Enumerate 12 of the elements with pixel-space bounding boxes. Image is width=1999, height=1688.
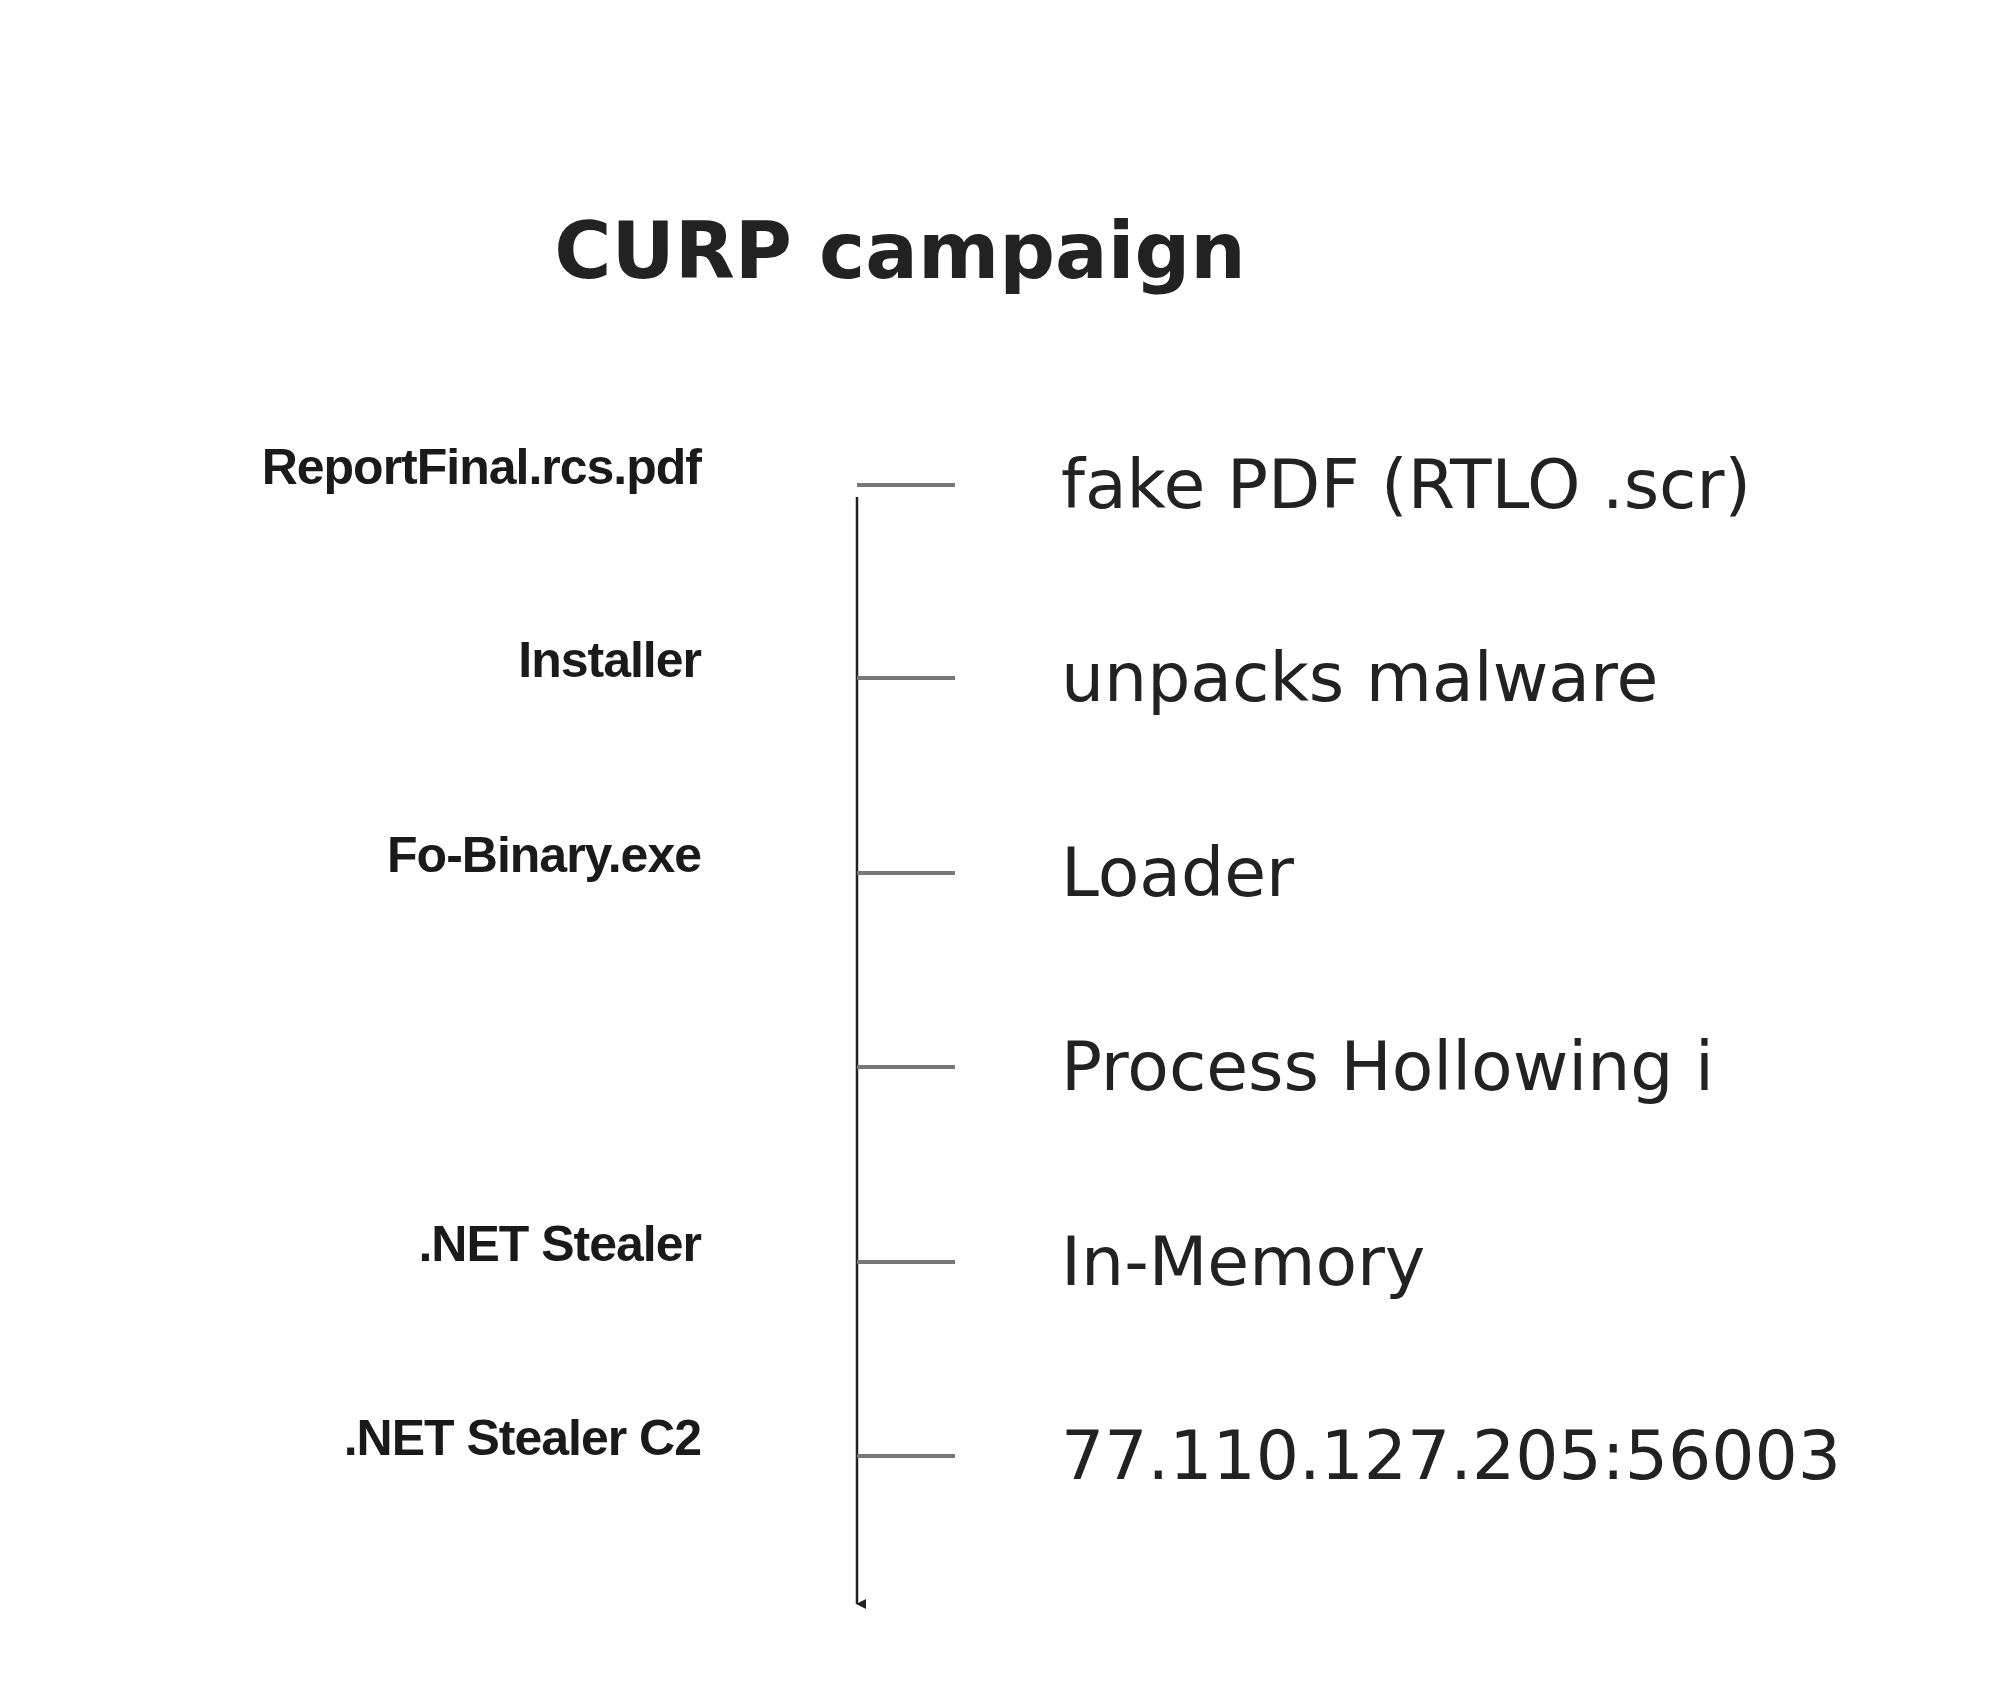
file-label: Fo-Binary.exe	[387, 826, 701, 885]
file-label: ReportFinal.rcs.pdf	[261, 438, 701, 497]
file-label: .NET Stealer	[418, 1215, 701, 1274]
stage-description: In-Memory	[1061, 1222, 1426, 1302]
diagram-title: CURP campaign	[553, 205, 1247, 298]
stage-description: Process Hollowing i	[1061, 1027, 1714, 1107]
stage-description: unpacks malware	[1061, 638, 1659, 718]
stage-description: 77.110.127.205:56003	[1061, 1416, 1841, 1496]
stage-description: Loader	[1061, 833, 1294, 913]
file-label: .NET Stealer C2	[343, 1409, 701, 1468]
stage-description: fake PDF (RTLO .scr)	[1061, 445, 1751, 525]
file-label: Installer	[518, 631, 701, 690]
